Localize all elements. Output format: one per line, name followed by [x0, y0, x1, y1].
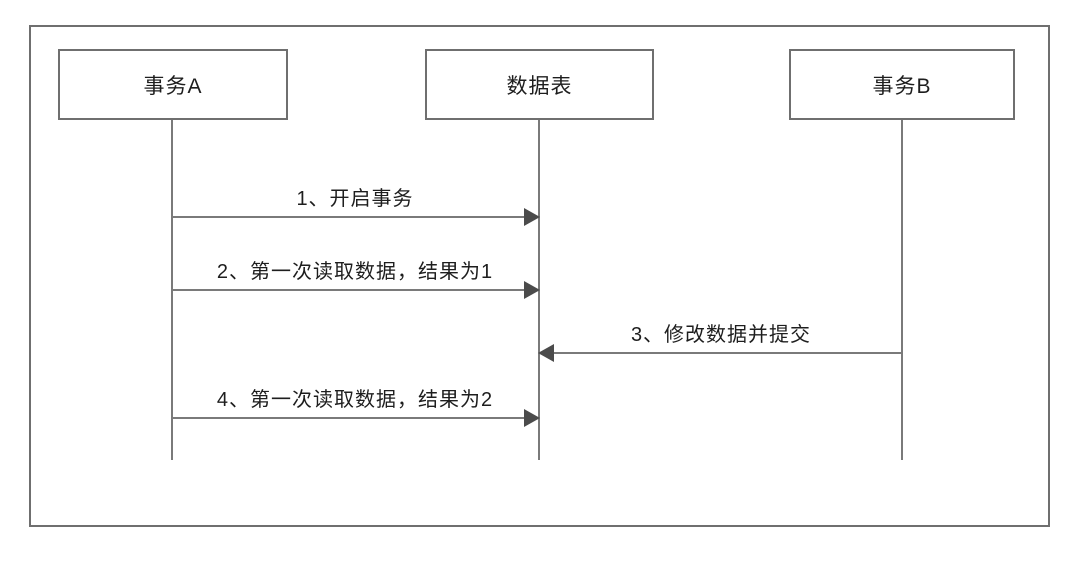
message-2-line	[172, 289, 538, 291]
message-4-line	[172, 417, 538, 419]
actor-label-data-table: 数据表	[506, 74, 573, 98]
arrowhead-left-icon	[538, 344, 554, 362]
message-4-label: 4、第一次读取数据，结果为2	[216, 389, 494, 411]
actor-box-data-table: 数据表	[425, 49, 654, 120]
message-3-label: 3、修改数据并提交	[630, 324, 812, 346]
arrowhead-right-icon	[524, 281, 540, 299]
message-1-line	[172, 216, 538, 218]
arrowhead-right-icon	[524, 208, 540, 226]
actor-label-transaction-a: 事务A	[143, 74, 203, 98]
actor-box-transaction-b: 事务B	[789, 49, 1015, 120]
actor-label-transaction-b: 事务B	[872, 74, 932, 98]
arrowhead-right-icon	[524, 409, 540, 427]
actor-box-transaction-a: 事务A	[58, 49, 288, 120]
message-3-line	[540, 352, 902, 354]
lifeline-transaction-b	[901, 120, 903, 460]
message-2-label: 2、第一次读取数据，结果为1	[216, 261, 494, 283]
message-1-label: 1、开启事务	[296, 188, 414, 210]
